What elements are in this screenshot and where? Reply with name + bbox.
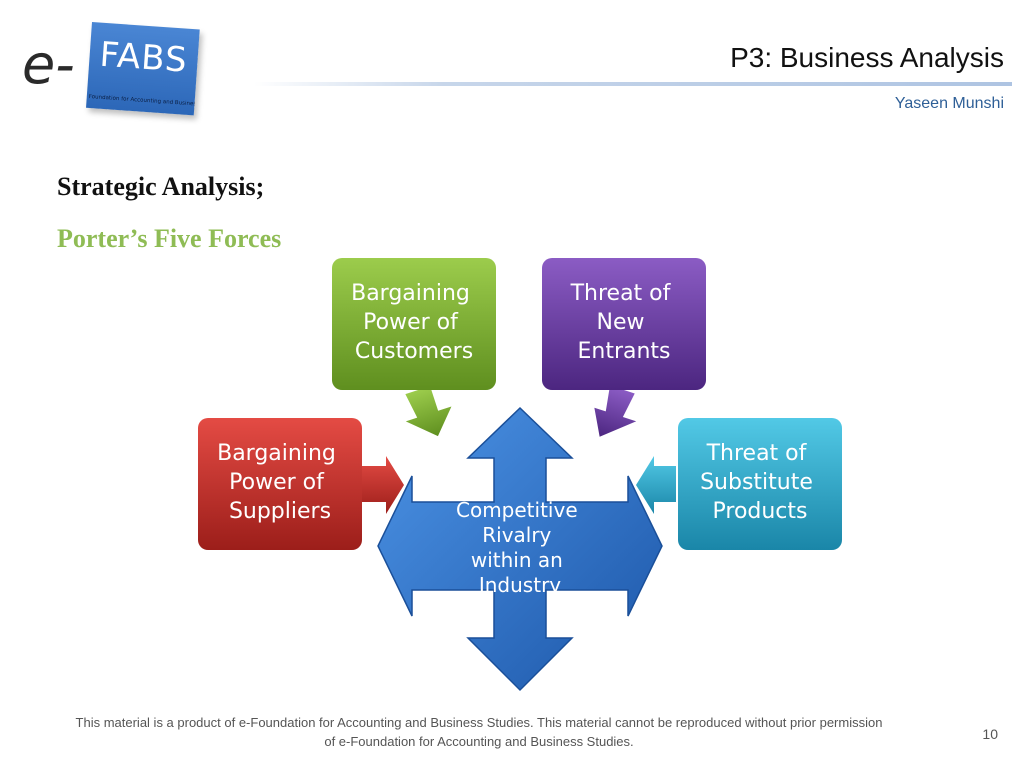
substitutes-box <box>678 418 842 550</box>
footer-notice: This material is a product of e-Foundati… <box>20 713 938 751</box>
logo-tagline: Foundation for Accounting and Business S… <box>88 93 195 108</box>
slide-subheading: Porter’s Five Forces <box>57 224 282 253</box>
logo: e- FABS Foundation for Accounting and Bu… <box>22 18 232 118</box>
entrants-label: Threat of New Entrants <box>570 281 678 364</box>
entrants-arrow <box>594 385 637 437</box>
customers-label: Bargaining Power of Customers <box>351 281 477 364</box>
header-divider <box>254 82 1012 86</box>
logo-prefix: e- <box>22 33 75 96</box>
logo-name: FABS <box>98 34 189 81</box>
rivalry-label: Competitive Rivalry within an Industry <box>456 498 584 597</box>
page-number: 10 <box>982 726 998 742</box>
rivalry-cross-arrow <box>377 406 663 692</box>
slide-heading: Strategic Analysis; <box>57 172 265 201</box>
footer-line-2: of e-Foundation for Accounting and Busin… <box>324 734 634 749</box>
substitutes-arrow <box>636 456 676 514</box>
suppliers-box <box>198 418 362 550</box>
suppliers-arrow <box>362 456 404 514</box>
page-title: P3: Business Analysis <box>730 42 1004 73</box>
five-forces-diagram: Bargaining Power of Customers Threat of … <box>198 258 842 692</box>
footer-line-1: This material is a product of e-Foundati… <box>75 715 883 730</box>
customers-box <box>332 258 496 390</box>
suppliers-label: Bargaining Power of Suppliers <box>217 441 343 524</box>
customers-arrow <box>405 386 452 437</box>
author-name: Yaseen Munshi <box>894 95 1004 112</box>
entrants-box <box>542 258 706 390</box>
logo-box: FABS Foundation for Accounting and Busin… <box>86 22 200 116</box>
substitutes-label: Threat of Substitute Products <box>700 441 820 524</box>
